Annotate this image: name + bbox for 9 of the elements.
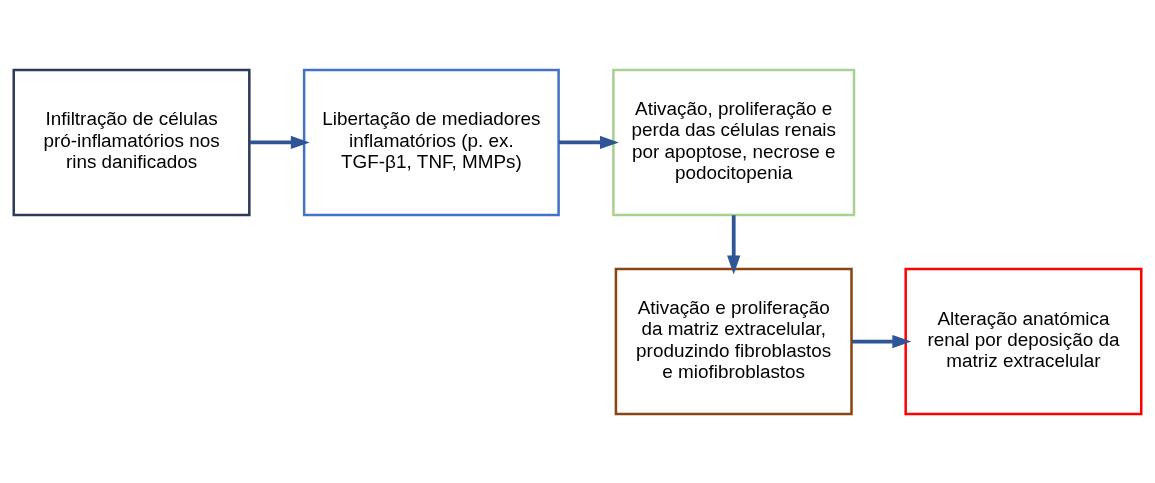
node-box: Alteração anatómica renal por deposição da matriz extracelular <box>904 267 1143 415</box>
node-box: Infiltração de células pró-inflamatórios nos rins danificados <box>12 68 251 216</box>
node-box: Ativação e proliferação da matriz extracelular, produzindo fibroblastos e miofibroblastos <box>614 267 853 415</box>
node-box: Libertação de mediadores inflamatórios (p. ex. TGF-β1, TNF, MMPs) <box>302 68 560 216</box>
arrow <box>852 334 912 348</box>
arrow <box>727 214 741 275</box>
node-box: Ativação, proliferação e perda das células renais por apoptose, necrose e podocitopenia <box>612 68 856 216</box>
arrow <box>558 135 619 149</box>
arrow <box>249 135 310 149</box>
